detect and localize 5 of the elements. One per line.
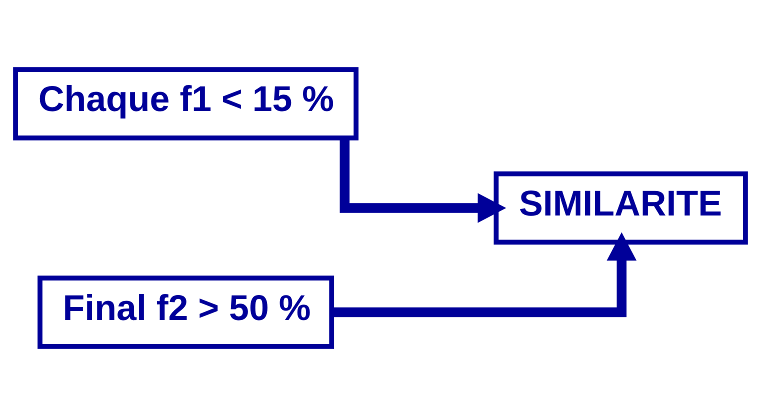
arrow [340,138,506,223]
arrow [332,232,637,318]
node-box: Final f2 > 50 % [38,276,334,349]
node-box: Chaque f1 < 15 % [13,67,358,140]
node-box: SIMILARITE [494,171,748,245]
